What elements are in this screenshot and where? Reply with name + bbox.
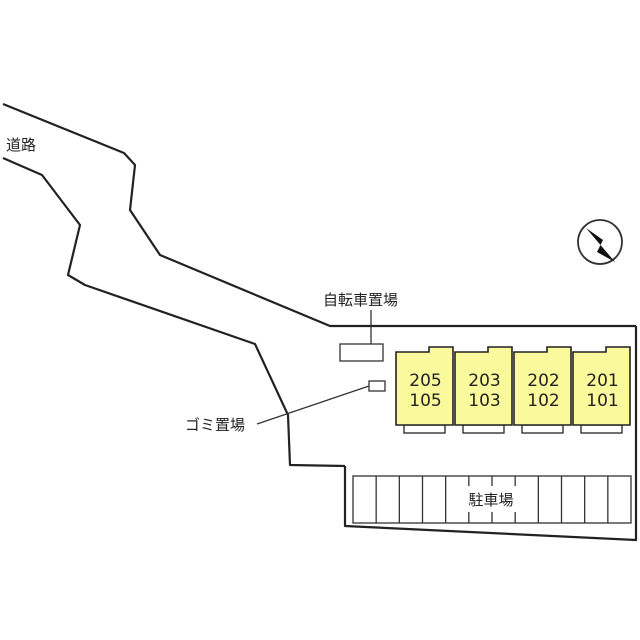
unit-number-lower: 105 — [409, 391, 441, 411]
unit-number-lower: 103 — [468, 391, 500, 411]
unit-number-upper: 202 — [527, 371, 559, 391]
road-edge-south — [2, 156, 346, 468]
bicycle-parking-box — [339, 343, 384, 362]
unit-balcony — [403, 424, 446, 434]
site-boundary — [343, 326, 638, 542]
road-edge-north — [2, 102, 636, 328]
road-label: 道路 — [6, 136, 36, 154]
unit-number-lower: 102 — [527, 391, 559, 411]
unit-body — [572, 346, 631, 426]
bicycle-parking-label: 自転車置場 — [323, 291, 398, 309]
unit-balcony — [580, 424, 623, 434]
garbage-area-box — [368, 380, 386, 392]
unit-balcony — [521, 424, 564, 434]
unit-number-upper: 203 — [468, 371, 500, 391]
unit-body — [454, 346, 513, 426]
unit-number-upper: 201 — [586, 371, 618, 391]
north-arrow-icon — [577, 219, 623, 265]
unit-number-upper: 205 — [409, 371, 441, 391]
garbage-area-label: ゴミ置場 — [185, 416, 245, 434]
garbage-area-leader — [256, 385, 370, 425]
unit-body — [395, 346, 454, 426]
parking-label-backdrop — [452, 486, 530, 512]
unit-balcony — [462, 424, 505, 434]
parking-label: 駐車場 — [468, 491, 513, 509]
unit-body — [513, 346, 572, 426]
unit-number-lower: 101 — [586, 391, 618, 411]
